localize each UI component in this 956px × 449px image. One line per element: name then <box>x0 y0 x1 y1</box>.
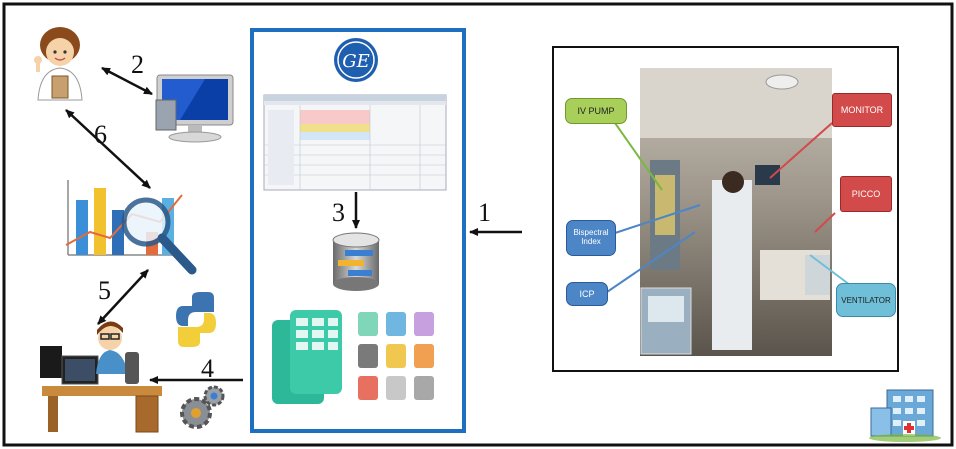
arrow-6 <box>65 109 151 189</box>
flow-arrows <box>65 66 522 384</box>
label-icp: ICP <box>566 282 608 306</box>
icu-photo <box>640 68 832 356</box>
gears-icon <box>180 385 225 429</box>
doctor-icon <box>34 27 83 101</box>
step-6-label: 6 <box>94 120 107 149</box>
ge-logo-icon: GE <box>334 38 378 82</box>
analytics-chart-icon <box>65 180 197 275</box>
step-4-label: 4 <box>201 354 214 383</box>
hospital-building-icon <box>869 389 941 442</box>
step-5-label: 5 <box>98 276 111 305</box>
ge-logo-text: GE <box>342 51 370 72</box>
computer-monitor-icon <box>155 74 234 143</box>
python-logo-icon <box>176 292 216 347</box>
label-picco: PICCO <box>840 176 892 212</box>
developer-at-desk-icon <box>40 321 162 433</box>
step-2-label: 2 <box>131 50 144 79</box>
label-monitor: MONITOR <box>832 93 892 127</box>
label-iv-pump: IV PUMP <box>565 98 627 124</box>
arrow-2 <box>101 66 153 96</box>
step-1-label: 1 <box>478 198 491 227</box>
screen-capture-icon <box>263 94 447 191</box>
step-3-label: 3 <box>332 198 345 227</box>
label-bispectral-index: Bispectral Index <box>566 220 616 256</box>
data-tables-icon <box>272 310 434 404</box>
database-icon <box>332 232 380 291</box>
arrow-5 <box>97 269 149 325</box>
label-ventilator: VENTILATOR <box>836 283 896 317</box>
